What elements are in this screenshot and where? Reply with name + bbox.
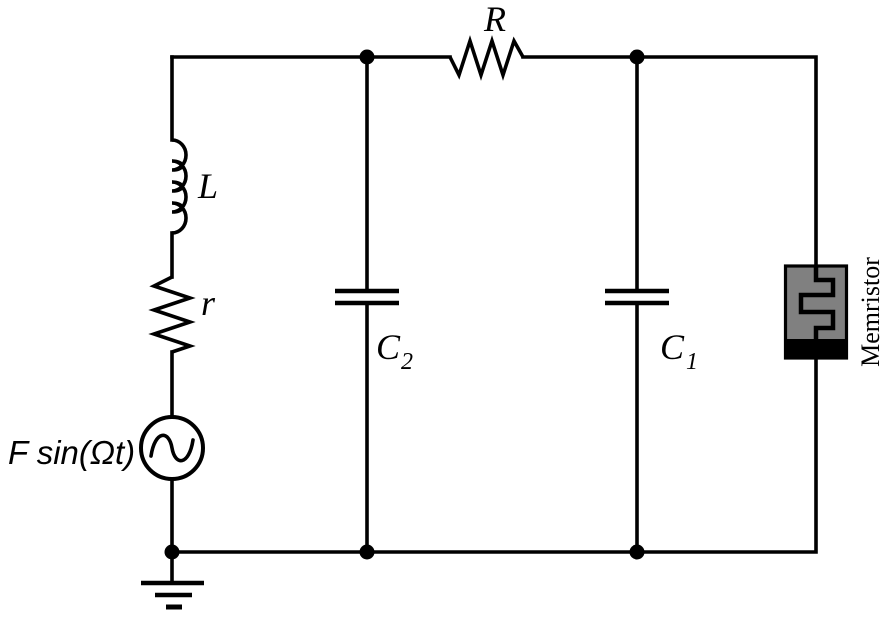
- junction-dot: [164, 544, 180, 560]
- ac-source-circle: [139, 415, 205, 481]
- resistor-R-symbol: [448, 35, 525, 81]
- junction-dot: [629, 49, 645, 65]
- c2-label-subscript: 2: [401, 349, 413, 375]
- memristor-label: Memristor: [856, 257, 883, 367]
- wire-right-lower-and-bottom: [170, 356, 818, 554]
- junction-dot: [629, 544, 645, 560]
- junction-dot: [359, 544, 375, 560]
- memristor-contact-bar: [784, 339, 848, 358]
- sine-wave-icon: [149, 433, 195, 463]
- capacitor-C1-label: C 1: [660, 327, 698, 375]
- memristor-meander-icon: [798, 267, 836, 340]
- ground-symbol: [141, 580, 204, 610]
- capacitor-C2-symbol: [335, 288, 399, 306]
- wire-top-right-and-right-upper: [521, 55, 818, 268]
- ac-source-symbol: [139, 415, 205, 481]
- resistor-r-label: r: [201, 283, 216, 323]
- resistor-r-symbol: [148, 275, 196, 354]
- resistor-R-label: R: [483, 0, 506, 39]
- wire-group: [170, 55, 818, 585]
- c1-label-subscript: 1: [686, 349, 698, 375]
- junction-dot: [359, 49, 375, 65]
- inductor-L-label: L: [197, 166, 218, 206]
- capacitor-C2-label: C 2: [376, 327, 413, 375]
- junction-dots: [164, 49, 645, 560]
- memristor-symbol: [783, 264, 849, 360]
- c2-label-base: C: [376, 327, 401, 367]
- capacitor-C1-symbol: [605, 288, 669, 306]
- c1-label-base: C: [660, 327, 685, 367]
- inductor-L-symbol: [171, 138, 188, 235]
- ac-source-label: F sin(Ωt): [8, 434, 135, 471]
